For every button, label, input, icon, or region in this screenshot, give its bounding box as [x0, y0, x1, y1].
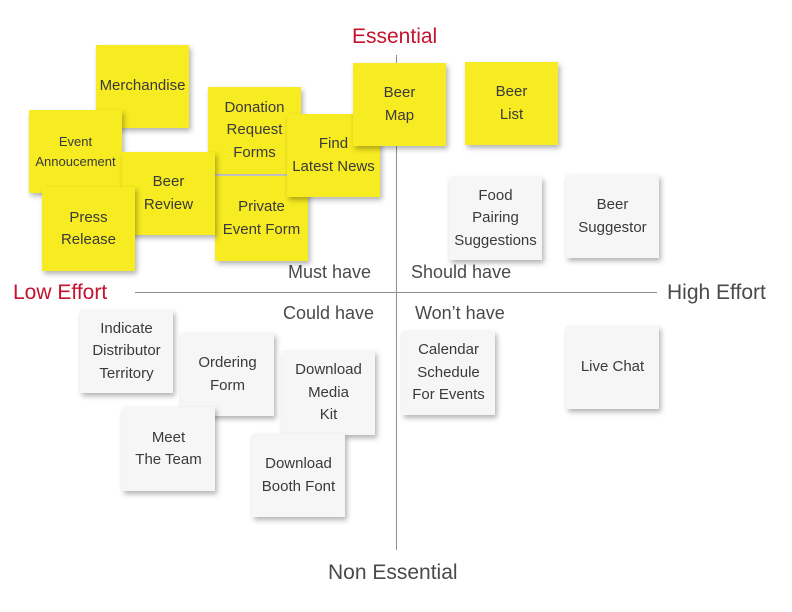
sticky-note-text: Donation Request Forms [224, 98, 285, 161]
sticky-note-download-booth-font[interactable]: Download Booth Font [252, 434, 345, 517]
sticky-note-text: Beer Suggestor [578, 196, 647, 236]
sticky-note-text: Live Chat [580, 358, 645, 376]
sticky-note-text: Find Latest News [292, 135, 375, 175]
sticky-note-text: Indicate Distributor Territory [92, 319, 161, 382]
axis-label-bottom: Non Essential [328, 561, 458, 584]
sticky-note-meet-the-team[interactable]: Meet The Team [122, 407, 215, 491]
sticky-note-beer-suggestor[interactable]: Beer Suggestor [566, 175, 659, 258]
sticky-note-text: Calendar Schedule For Events [412, 341, 485, 404]
sticky-note-text: Beer Review [143, 173, 194, 213]
sticky-note-text: Download Media Kit [295, 361, 362, 424]
quadrant-label-should-have: Should have [411, 262, 512, 282]
vertical-axis-line [396, 55, 397, 550]
sticky-note-download-media-kit[interactable]: Download Media Kit [282, 351, 375, 435]
sticky-note-text: Meet The Team [135, 428, 202, 469]
sticky-note-text: Private Event Form [222, 198, 301, 238]
axis-label-right: High Effort [667, 281, 766, 304]
sticky-note-ordering-form[interactable]: Ordering Form [181, 333, 274, 416]
sticky-note-text: Event Annoucement [35, 134, 116, 169]
sticky-note-text: Beer List [495, 83, 528, 123]
sticky-note-merchandise[interactable]: Merchandise [96, 45, 189, 128]
sticky-note-beer-map[interactable]: Beer Map [353, 63, 446, 146]
sticky-note-text: Food Pairing Suggestions [454, 186, 537, 249]
sticky-note-text: Ordering Form [198, 354, 257, 394]
sticky-note-text: Download Booth Font [261, 455, 336, 495]
quadrant-label-must-have: Must have [288, 262, 372, 282]
axis-label-left: Low Effort [13, 281, 108, 304]
sticky-note-beer-list[interactable]: Beer List [465, 62, 558, 145]
sticky-note-live-chat[interactable]: Live Chat [566, 326, 659, 409]
sticky-note-donation-request-forms[interactable]: Donation Request Forms [208, 87, 301, 174]
sticky-note-indicate-distributor-territory[interactable]: Indicate Distributor Territory [80, 310, 173, 393]
sticky-note-text: Press Release [60, 208, 117, 249]
sticky-note-text: Beer Map [383, 84, 416, 124]
sticky-note-text: Merchandise [99, 77, 186, 95]
quadrant-label-wont-have: Won’t have [415, 303, 505, 323]
sticky-note-press-release[interactable]: Press Release [42, 187, 135, 271]
axis-label-top: Essential [352, 25, 438, 48]
quadrant-label-could-have: Could have [283, 303, 375, 323]
sticky-note-food-pairing-suggestions[interactable]: Food Pairing Suggestions [449, 177, 542, 260]
sticky-note-event-announcement[interactable]: Event Annoucement [29, 110, 122, 193]
sticky-note-calendar-schedule-for-events[interactable]: Calendar Schedule For Events [402, 331, 495, 415]
sticky-note-beer-review[interactable]: Beer Review [122, 152, 215, 235]
